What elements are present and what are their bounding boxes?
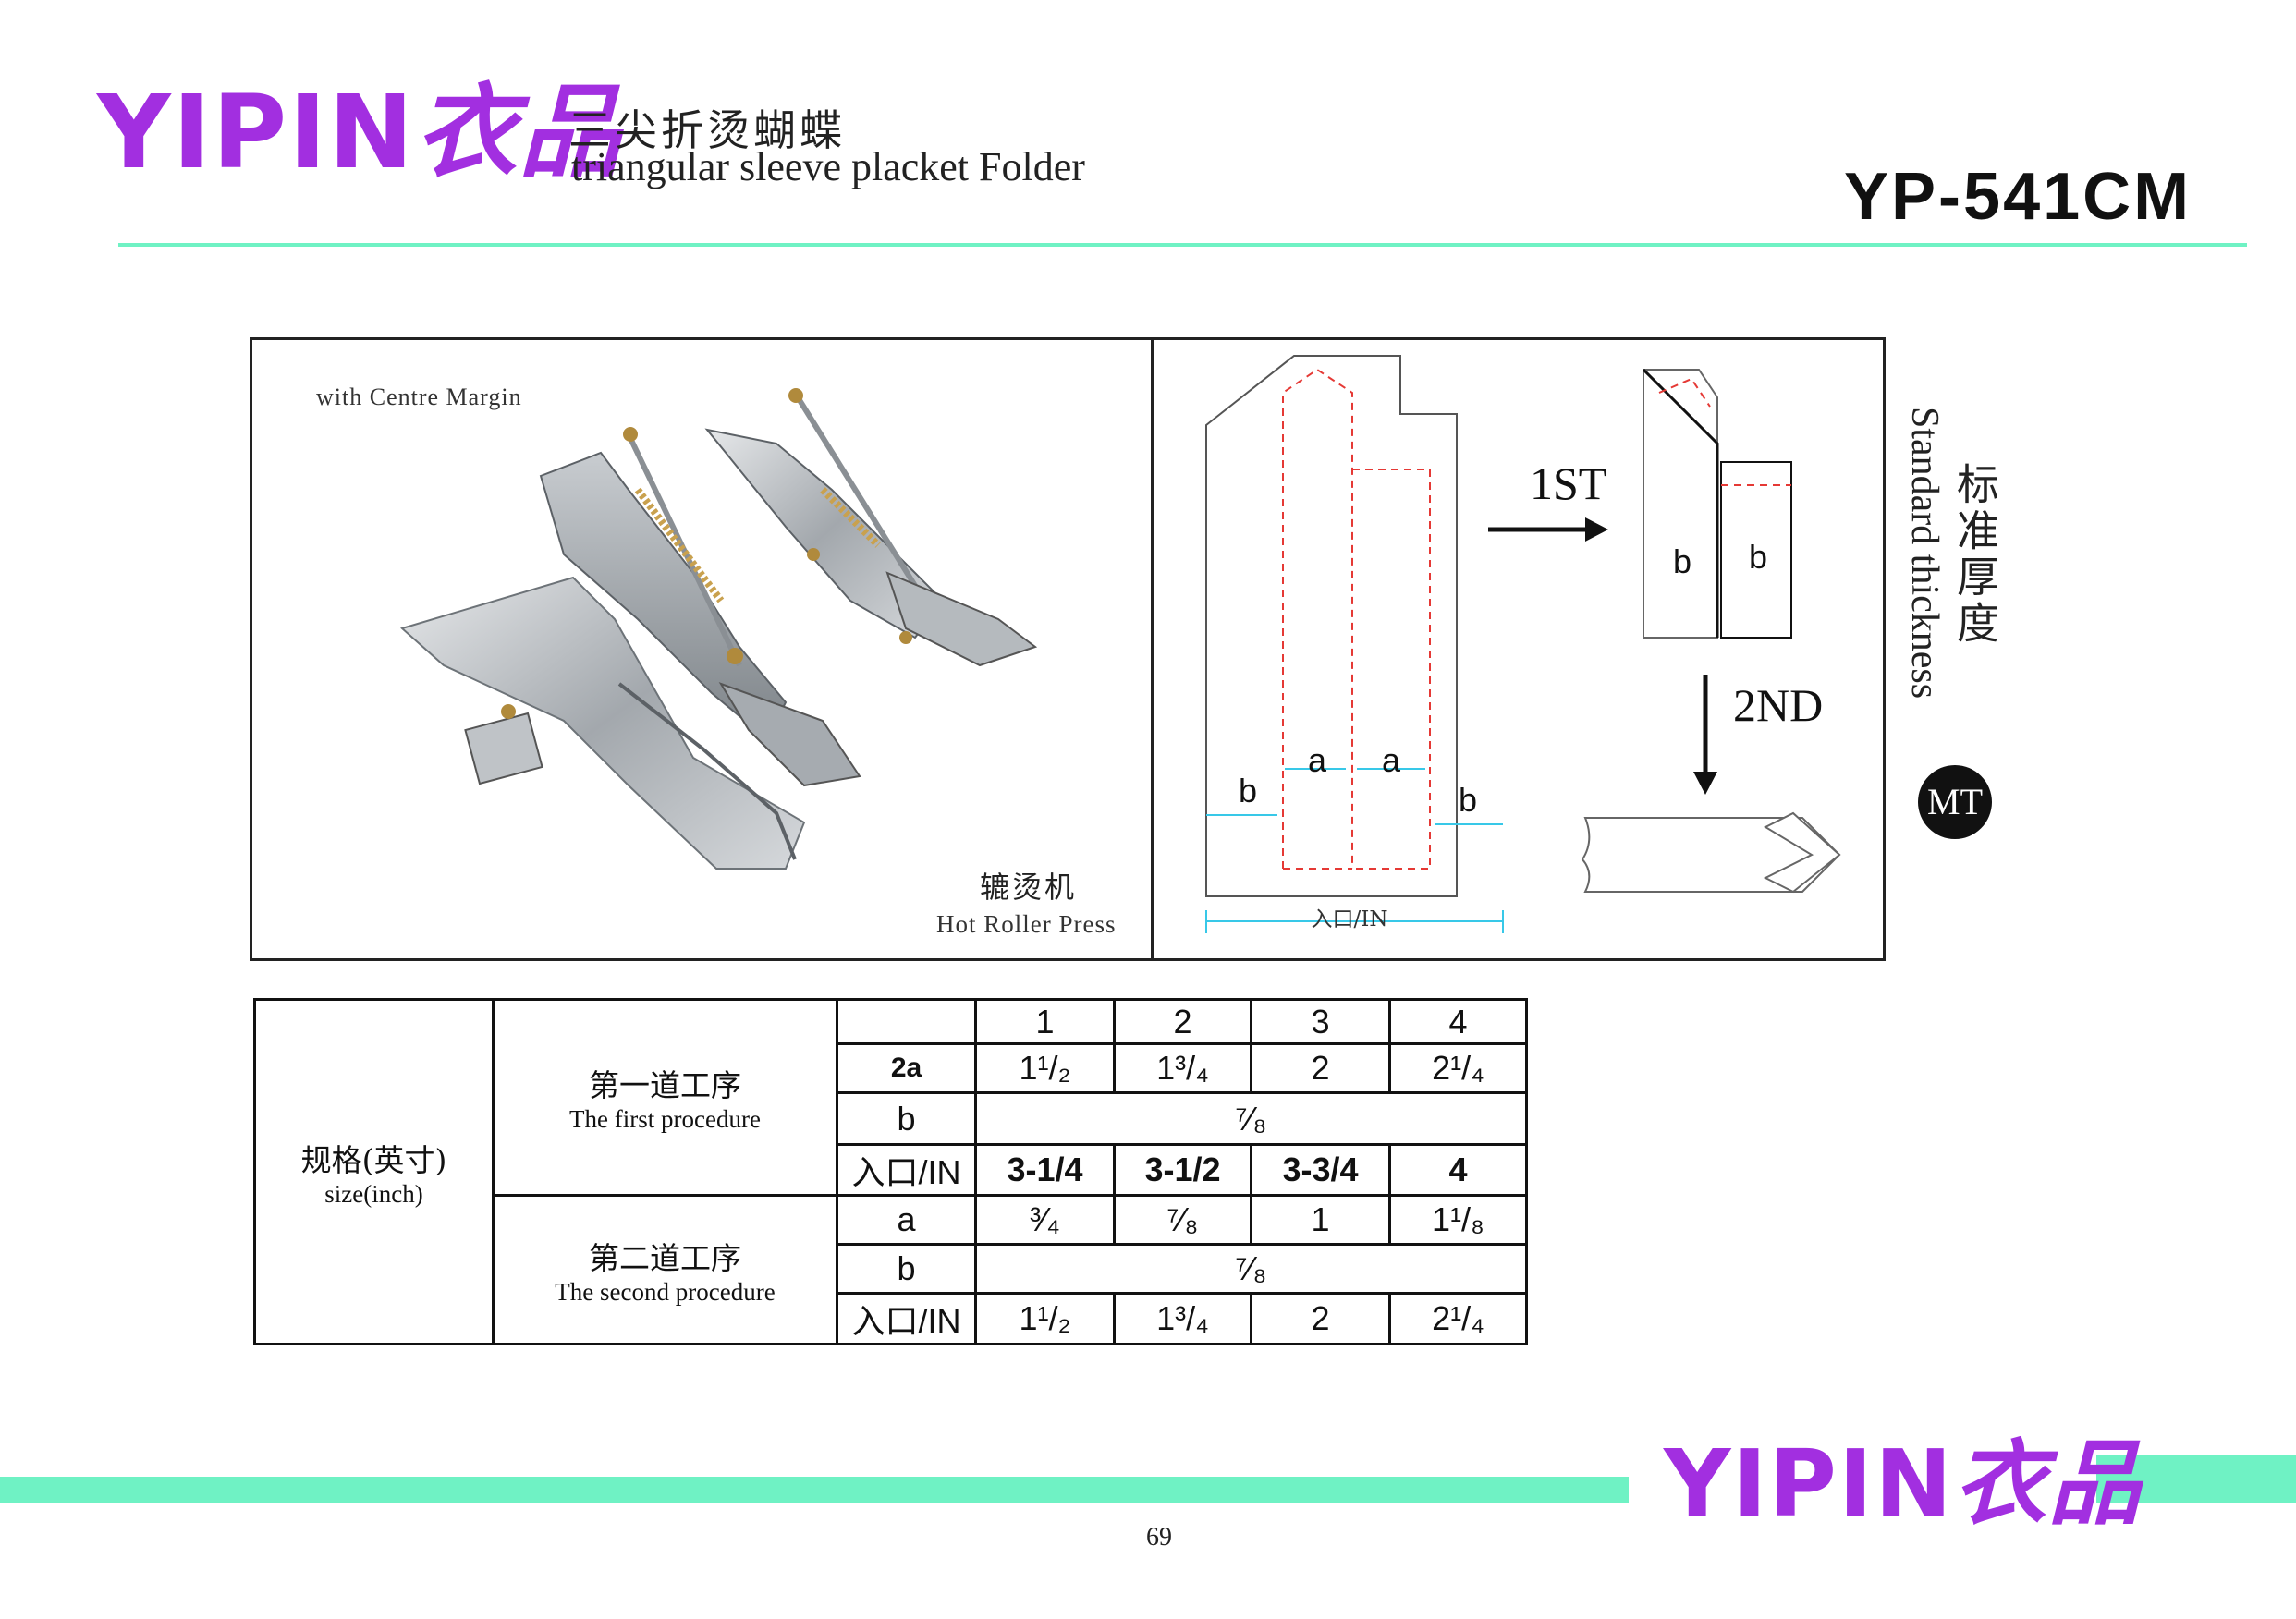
title-en: triangular sleeve placket Folder: [571, 144, 1085, 189]
table-cell: 3-3/4: [1250, 1143, 1391, 1197]
dim-label-b-right: b: [1459, 781, 1477, 819]
header-divider: [118, 243, 2247, 247]
fold-diagram: b a a b 入口/IN 1ST b b 2ND: [1205, 355, 1841, 933]
fold-line-left: [1282, 368, 1353, 869]
footer-bar-left: [0, 1477, 1629, 1503]
step1-label-b-right: b: [1749, 538, 1767, 576]
col-header: 4: [1388, 998, 1528, 1045]
row-label-b: b: [836, 1243, 977, 1295]
step-1st-label: 1ST: [1530, 457, 1606, 509]
photo-caption-top: with Centre Margin: [316, 383, 522, 410]
table-cell: 3-1/2: [1113, 1143, 1252, 1197]
row-label-in: 入口/IN: [836, 1292, 977, 1345]
footer-brand-cn: 衣品: [1953, 1429, 2143, 1538]
second-procedure-cell: 第二道工序 The second procedure: [492, 1194, 838, 1345]
table-cell: 1³/₄: [1113, 1292, 1252, 1345]
table-cell: 2: [1250, 1042, 1391, 1094]
mt-badge: MT: [1918, 765, 1992, 839]
table-row: 2a 1¹/₂ 1³/₄ 2 2¹/₄: [255, 1042, 1528, 1094]
col-header: 2: [1113, 998, 1252, 1045]
folded-piece-step1: [1643, 369, 1718, 639]
brand-logo: YIPIN衣品: [97, 81, 622, 184]
brand-latin: YIPIN: [97, 73, 416, 191]
product-photo: [399, 388, 1038, 870]
dim-label-b-left: b: [1239, 772, 1257, 810]
row-label-a: a: [836, 1194, 977, 1246]
photo-caption-cn: 辘烫机: [980, 870, 1078, 905]
first-procedure-cn: 第一道工序: [589, 1067, 741, 1103]
step-2nd-label: 2ND: [1733, 679, 1823, 731]
row-label-b: b: [836, 1091, 977, 1146]
placket-outline: [1205, 355, 1458, 897]
footer-bar-right: [2096, 1455, 2296, 1503]
table-cell: 2¹/₄: [1388, 1042, 1528, 1094]
photo-caption-en: Hot Roller Press: [936, 910, 1117, 938]
table-cell: 2¹/₄: [1388, 1292, 1528, 1345]
figure-divider: [1151, 337, 1154, 961]
table-cell: ⁷⁄₈: [1113, 1194, 1252, 1246]
header-empty-cell: [836, 998, 977, 1045]
figure-frame: [250, 337, 1886, 961]
table-header-row: 规格(英寸) size(inch) 第一道工序 The first proced…: [253, 998, 1528, 1345]
table-cell: 3-1/4: [974, 1143, 1116, 1197]
row-label-2a: 2a: [836, 1042, 977, 1094]
size-label-en: size(inch): [324, 1179, 423, 1208]
col-header: 1: [974, 998, 1116, 1045]
first-procedure-en: The first procedure: [569, 1105, 761, 1133]
table-cell: 1³/₄: [1113, 1042, 1252, 1094]
table-cell: 4: [1388, 1143, 1528, 1197]
table-row: b ⁷⁄₈: [255, 1243, 1528, 1295]
table-cell: 1¹/₂: [974, 1042, 1116, 1094]
side-note-cn: 标准厚度: [1950, 462, 2000, 647]
step1-label-b-left: b: [1673, 542, 1691, 580]
first-procedure-cell: 第一道工序 The first procedure: [492, 998, 838, 1197]
dim-label-a-right: a: [1382, 741, 1401, 779]
table-row: 第二道工序 The second procedure a ³⁄₄ ⁷⁄₈ 1 1…: [255, 1194, 1528, 1345]
table-row: 入口/IN 1¹/₂ 1³/₄ 2 2¹/₄: [255, 1292, 1528, 1345]
model-number: YP-541CM: [1844, 160, 2192, 234]
table-cell-merged: ⁷⁄₈: [974, 1243, 1528, 1295]
page-number: 69: [1146, 1523, 1172, 1552]
footer-brand-latin: YIPIN: [1664, 1430, 1954, 1538]
second-procedure-en: The second procedure: [555, 1277, 776, 1306]
table-cell: ³⁄₄: [974, 1194, 1116, 1246]
table-row: b ⁷⁄₈: [255, 1091, 1528, 1146]
row-label-in: 入口/IN: [836, 1143, 977, 1197]
table-cell: 2: [1250, 1292, 1391, 1345]
table-row: 入口/IN 3-1/4 3-1/2 3-3/4 4: [255, 1143, 1528, 1197]
dim-label-a-left: a: [1308, 741, 1327, 779]
fold-line-right: [1352, 469, 1431, 870]
size-label-cn: 规格(英寸): [300, 1141, 447, 1178]
table-cell: 1: [1250, 1194, 1391, 1246]
size-label-cell: 规格(英寸) size(inch): [253, 998, 495, 1345]
spec-table: 规格(英寸) size(inch) 第一道工序 The first proced…: [253, 998, 1528, 1345]
folder-plate-front: [399, 576, 806, 870]
folder-plate-middle: [539, 451, 788, 741]
table-cell: 1¹/₈: [1388, 1194, 1528, 1246]
brand-cn: 衣品: [415, 72, 623, 191]
title-cn: 三尖折烫蝴蝶: [568, 105, 846, 155]
col-header: 3: [1250, 998, 1391, 1045]
table-cell-merged: ⁷⁄₈: [974, 1091, 1528, 1146]
side-note-en: Standard thickness: [1903, 407, 1946, 700]
footer-brand-logo: YIPIN衣品: [1664, 1437, 2143, 1530]
inlet-label: 入口/IN: [1312, 907, 1388, 931]
table-cell: 1¹/₂: [974, 1292, 1116, 1345]
second-procedure-cn: 第二道工序: [589, 1239, 741, 1276]
